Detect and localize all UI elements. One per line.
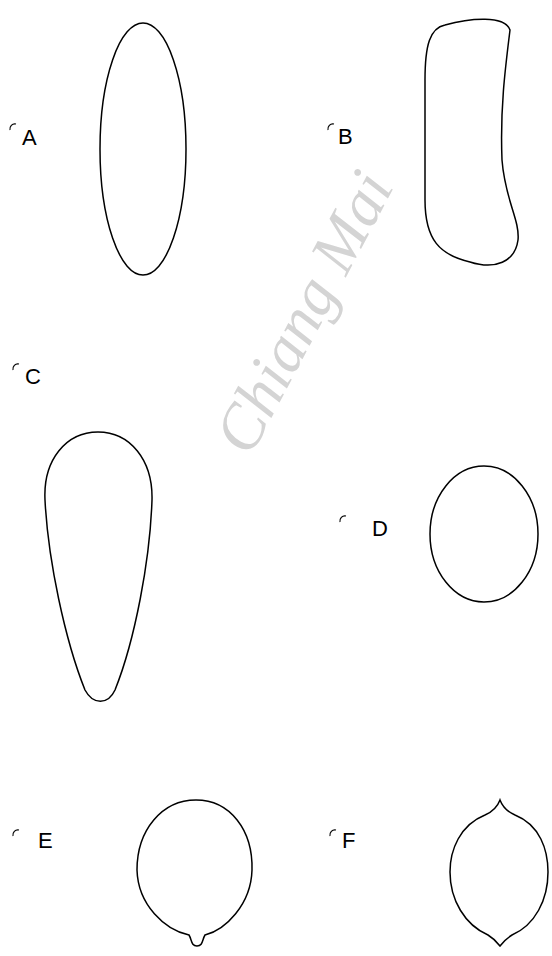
- pointed-oval-shape: [137, 800, 252, 946]
- radio-mark: [13, 364, 19, 370]
- radio-mark: [330, 830, 336, 836]
- oval-shape: [430, 466, 538, 602]
- elongated-oval-shape: [100, 23, 186, 275]
- option-letter: A: [22, 127, 37, 149]
- option-letter: D: [372, 518, 388, 540]
- lemon-shape: [450, 800, 548, 946]
- option-letter: F: [342, 830, 355, 852]
- radio-mark: [328, 124, 334, 130]
- club-shape: [45, 432, 152, 701]
- option-letter: E: [38, 830, 53, 852]
- radio-mark: [13, 830, 19, 836]
- watermark: Chiang Mai: [203, 161, 404, 463]
- curved-kidney-shape: [425, 19, 518, 265]
- option-letter: C: [25, 366, 41, 388]
- radio-mark: [340, 516, 346, 522]
- option-letter: B: [338, 126, 353, 148]
- radio-mark: [10, 124, 16, 130]
